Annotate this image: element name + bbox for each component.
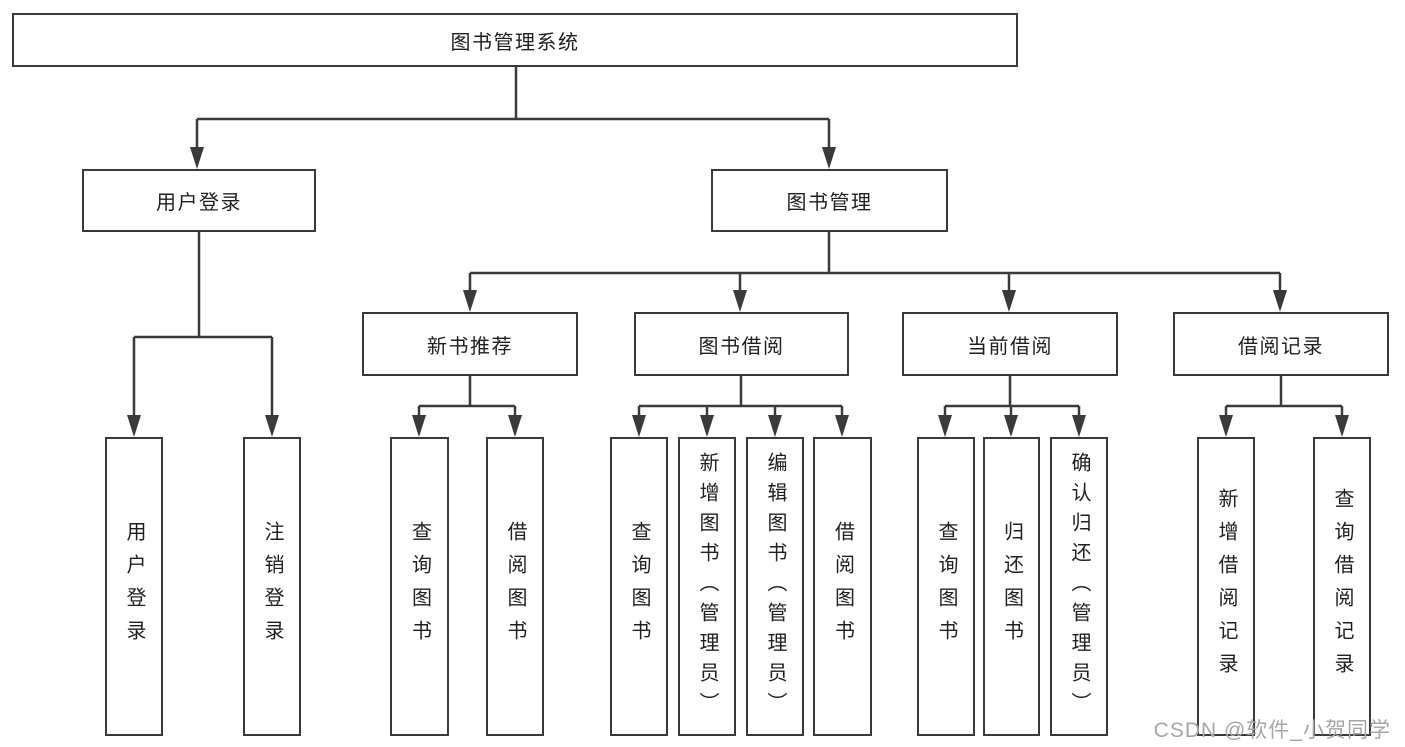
node-query-books-recommend-label: 查询图书 [408,520,431,653]
node-book-borrow: 图书借阅 [634,312,849,376]
node-return-book-label: 归还图书 [1000,520,1023,653]
node-return-book: 归还图书 [983,437,1040,736]
node-root-label: 图书管理系统 [450,31,580,54]
node-user-login-label: 用户登录 [156,192,242,214]
node-borrow-books-recommend-label: 借阅图书 [504,520,526,653]
node-add-borrow-record-label: 新增借阅记录 [1215,487,1237,686]
node-book-management: 图书管理 [711,169,948,232]
node-logout-action-label: 注销登录 [261,520,283,653]
node-query-borrow-record-label: 查询借阅记录 [1331,487,1353,686]
node-current-borrow: 当前借阅 [902,312,1118,376]
csdn-watermark: CSDN @软件_小贺同学 [1153,719,1391,742]
node-user-login-action: 用户登录 [105,437,163,736]
node-query-books-borrow: 查询图书 [610,437,668,736]
node-add-book-admin-label: 新增图书（管理员） [696,451,718,722]
node-borrow-books-action-label: 借阅图书 [831,520,854,653]
node-query-books-current-label: 查询图书 [935,520,957,653]
node-root: 图书管理系统 [12,13,1018,67]
node-edit-book-admin-label: 编辑图书（管理员） [764,451,786,722]
node-user-login-action-label: 用户登录 [123,520,145,653]
node-book-borrow-label: 图书借阅 [698,335,785,358]
node-borrow-books-recommend: 借阅图书 [486,437,544,736]
arrowheads [127,147,1349,437]
node-borrow-books-action: 借阅图书 [813,437,872,736]
node-edit-book-admin: 编辑图书（管理员） [746,437,804,736]
node-confirm-return-admin-label: 确认归还（管理员） [1068,451,1090,722]
node-borrow-records: 借阅记录 [1173,312,1389,376]
node-confirm-return-admin: 确认归还（管理员） [1050,437,1108,736]
node-add-book-admin: 新增图书（管理员） [678,437,736,736]
node-query-borrow-record: 查询借阅记录 [1313,437,1371,736]
node-book-management-label: 图书管理 [786,192,873,214]
node-borrow-records-label: 借阅记录 [1238,335,1324,358]
node-new-book-recommend-label: 新书推荐 [427,335,513,358]
node-query-books-recommend: 查询图书 [390,437,449,736]
node-current-borrow-label: 当前借阅 [967,335,1053,358]
node-query-books-current: 查询图书 [917,437,975,736]
node-logout-action: 注销登录 [243,437,301,736]
node-add-borrow-record: 新增借阅记录 [1197,437,1255,736]
node-query-books-borrow-label: 查询图书 [628,520,650,653]
node-user-login: 用户登录 [82,169,316,232]
node-new-book-recommend: 新书推荐 [362,312,578,376]
